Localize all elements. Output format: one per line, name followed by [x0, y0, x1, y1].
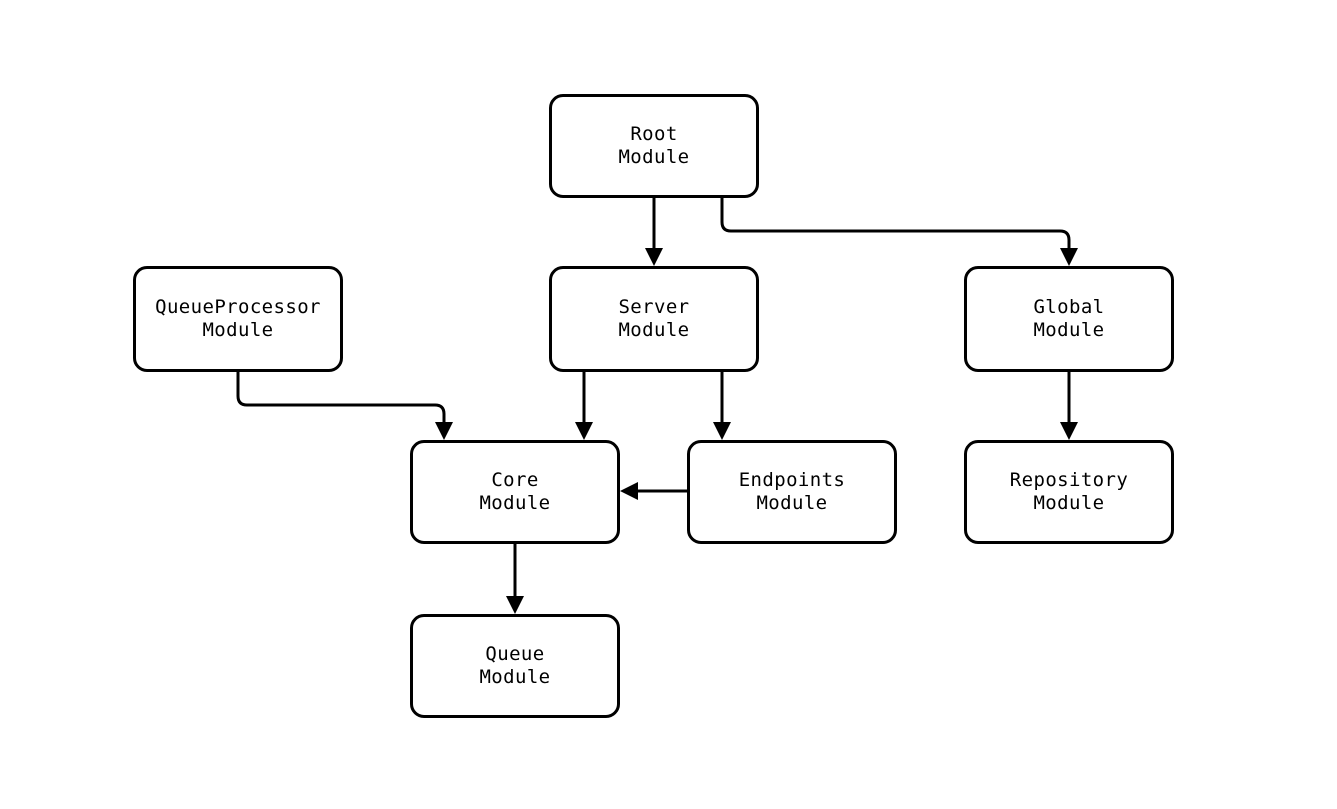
- edge-line: [720, 198, 1071, 256]
- arrowhead-icon: [575, 422, 593, 440]
- node-label-line2: Module: [1033, 492, 1105, 514]
- node-label-line1: Core: [491, 469, 539, 491]
- arrowhead-icon: [645, 248, 663, 266]
- node-label-line1: Endpoints: [738, 469, 846, 491]
- arrowhead-icon: [713, 422, 731, 440]
- edge-line: [236, 372, 446, 430]
- node-label-line1: Root: [630, 123, 678, 145]
- edge-endpoints-to-core: [620, 482, 687, 500]
- node-label-line2: Module: [618, 146, 690, 168]
- edge-server-to-core: [575, 372, 593, 440]
- node-label-line1: QueueProcessor: [155, 296, 321, 318]
- node-label-line2: Module: [202, 319, 274, 341]
- node-label-line1: Repository: [1009, 469, 1129, 491]
- arrowhead-icon: [506, 596, 524, 614]
- node-label-line2: Module: [479, 492, 551, 514]
- arrowhead-icon: [1060, 248, 1078, 266]
- edge-root-to-global: [720, 198, 1078, 266]
- edge-global-to-repository: [1060, 372, 1078, 440]
- node-label-line2: Module: [479, 666, 551, 688]
- arrowhead-icon: [435, 422, 453, 440]
- node-endpoints-module[interactable]: Endpoints Module: [687, 440, 897, 544]
- node-label-line1: Server: [618, 296, 690, 318]
- arrowhead-icon: [620, 482, 638, 500]
- node-global-module[interactable]: Global Module: [964, 266, 1174, 372]
- node-server-module[interactable]: Server Module: [549, 266, 759, 372]
- node-root-module[interactable]: Root Module: [549, 94, 759, 198]
- edge-queueprocessor-to-core: [236, 372, 453, 440]
- node-label-line2: Module: [1033, 319, 1105, 341]
- node-repository-module[interactable]: Repository Module: [964, 440, 1174, 544]
- edge-server-to-endpoints: [713, 372, 731, 440]
- node-label-line1: Global: [1033, 296, 1105, 318]
- node-label-line2: Module: [756, 492, 828, 514]
- edge-root-to-server: [645, 198, 663, 266]
- node-label-line2: Module: [618, 319, 690, 341]
- node-queue-module[interactable]: Queue Module: [410, 614, 620, 718]
- edge-core-to-queue: [506, 544, 524, 614]
- arrowhead-icon: [1060, 422, 1078, 440]
- node-core-module[interactable]: Core Module: [410, 440, 620, 544]
- node-label-line1: Queue: [485, 643, 545, 665]
- node-queueprocessor-module[interactable]: QueueProcessor Module: [133, 266, 343, 372]
